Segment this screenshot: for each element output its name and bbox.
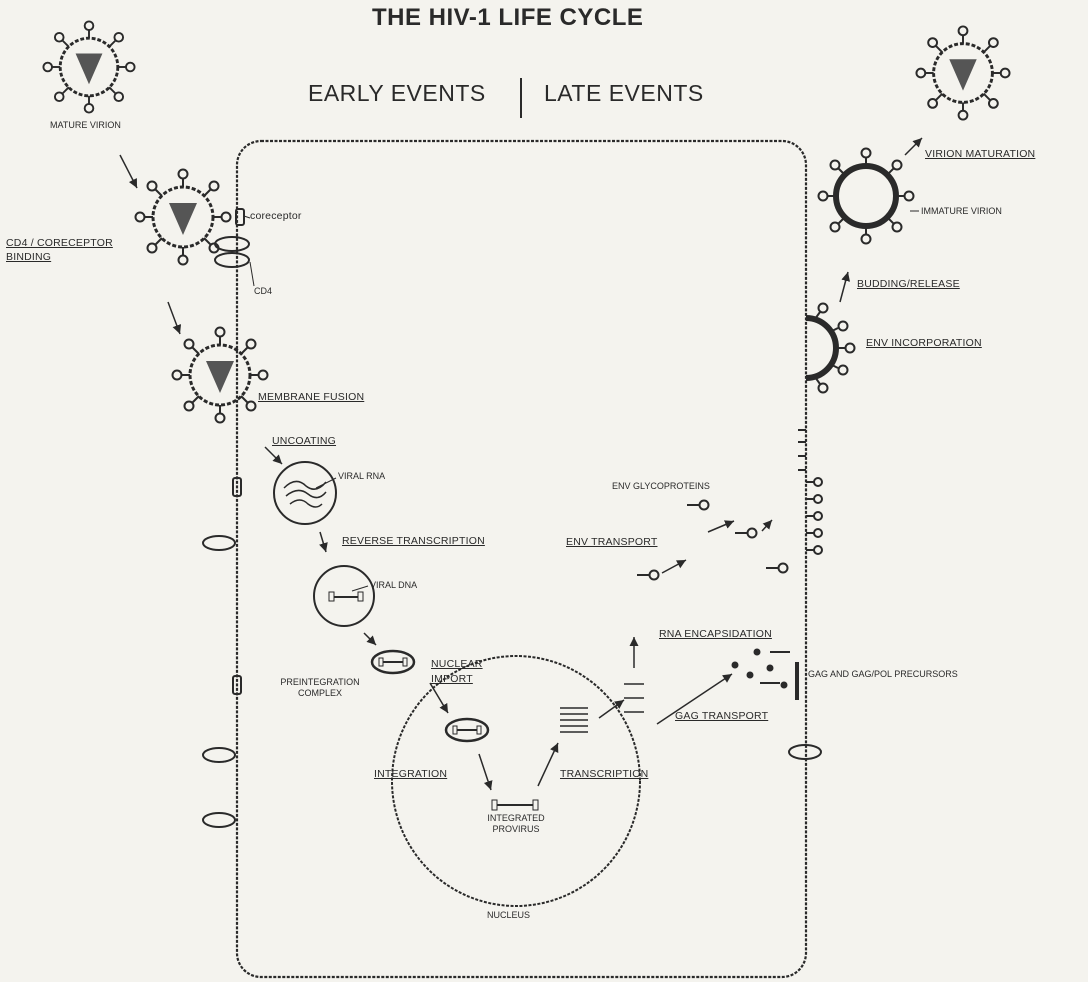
step-uncoating: UNCOATING [272,435,336,447]
budding-virion-icon [806,304,855,393]
released-mature-virion-icon [916,26,1009,119]
step-budding-release: BUDDING/RELEASE [857,278,960,290]
preintegration-complex-label: PREINTEGRATION COMPLEX [270,677,370,699]
viral-dna-label: VIRAL DNA [370,580,417,590]
late-events-label: LATE EVENTS [544,80,704,107]
step-binding: CD4 / CORECEPTOR BINDING [6,236,116,264]
step-virion-maturation: VIRION MATURATION [925,148,1035,160]
integrated-provirus-label: INTEGRATED PROVIRUS [478,813,554,835]
nuclear-complex-icon [446,719,488,741]
reverse-transcription-vesicle [314,566,374,626]
preintegration-complex-icon [372,651,414,673]
env-glycoproteins-label: ENV GLYCOPROTEINS [612,481,710,491]
page-title: THE HIV-1 LIFE CYCLE [372,4,643,32]
binding-virion-icon [136,170,231,265]
env-glycoproteins-icon [637,430,822,580]
step-rna-encapsidation: RNA ENCAPSIDATION [659,628,772,640]
step-integration: INTEGRATION [374,768,447,780]
coreceptor-label: coreceptor [250,210,302,222]
cell-membrane [237,141,806,977]
gag-precursors-label: GAG AND GAG/POL PRECURSORS [808,669,958,680]
integrated-provirus-icon [492,800,538,810]
step-nuclear-import: NUCLEAR IMPORT [431,657,501,687]
step-transcription: TRANSCRIPTION [560,768,648,780]
mature-virion-icon [43,21,134,112]
immature-virion-label: IMMATURE VIRION [921,206,1002,216]
gag-precursors-icon [732,649,797,700]
cd4-label: CD4 [254,286,272,296]
step-env-transport: ENV TRANSPORT [566,536,657,548]
uncoating-vesicle [274,462,336,524]
mature-virion-label: MATURE VIRION [50,120,121,130]
immature-virion-icon [819,149,914,244]
step-reverse-transcription: REVERSE TRANSCRIPTION [342,535,485,547]
step-membrane-fusion: MEMBRANE FUSION [258,391,364,403]
membrane-receptors [203,209,821,827]
step-gag-transport: GAG TRANSPORT [675,710,768,722]
nucleus-envelope [392,656,640,906]
early-events-label: EARLY EVENTS [308,80,486,107]
fusing-virion-icon [173,328,268,423]
step-env-incorporation: ENV INCORPORATION [866,337,982,349]
nucleus-label: NUCLEUS [487,910,530,920]
viral-rna-label: VIRAL RNA [338,471,385,481]
